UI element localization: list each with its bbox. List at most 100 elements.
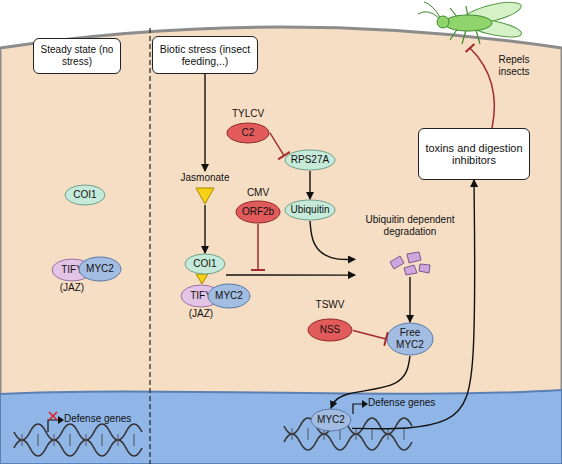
text-area: NSS	[307, 318, 353, 342]
box-label: Steady state (no stress)	[39, 44, 115, 68]
virus-name: TYLCV	[232, 108, 264, 120]
dna-strand	[14, 440, 142, 456]
text-area: (JAZ)	[180, 308, 222, 322]
box-label: toxins and digestion inhibitors	[424, 142, 524, 166]
dna-strand	[284, 434, 412, 450]
insect-body	[444, 15, 492, 31]
text-area: Free MYC2	[386, 322, 434, 356]
text-area: MYC2	[78, 256, 122, 282]
text-area: TSWV	[307, 292, 353, 318]
protein-ellipse: MYC2	[207, 283, 251, 309]
protein-ellipse: COI1	[64, 184, 106, 206]
arrow-connector	[309, 171, 310, 199]
text-area: C2	[226, 122, 270, 144]
protein-ellipse: COI1	[184, 253, 226, 275]
arrow-connector	[204, 205, 205, 253]
arrow-head	[58, 416, 64, 424]
protein-fragment	[407, 252, 421, 263]
gene-label: Defense genes	[64, 413, 144, 425]
protein-label: Ubiquitin	[291, 204, 330, 216]
ellipse-outline	[308, 319, 352, 341]
inhibit-bar	[251, 269, 265, 271]
jasmonate-triangle	[196, 274, 208, 284]
text-area: (JAZ)	[51, 282, 93, 296]
output-box: toxins and digestion inhibitors	[418, 128, 530, 180]
text-area: CMV	[235, 186, 281, 200]
protein-fragment	[390, 256, 404, 269]
process-node: Ubiquitin dependent degradation	[355, 214, 465, 277]
protein-label: ORF2b	[242, 206, 274, 218]
viral-protein: TYLCV C2	[226, 106, 270, 144]
text-area: Jasmonate	[176, 171, 234, 185]
ellipse-outline	[65, 185, 105, 205]
arrow-head	[362, 400, 368, 408]
degradation-icon	[390, 252, 430, 275]
protein-ellipse: Ubiquitin	[284, 199, 336, 221]
protein-ellipse: Free MYC2	[386, 322, 434, 356]
text-area: MYC2	[310, 408, 352, 432]
state-box: Steady state (no stress)	[33, 38, 121, 74]
triangle-outline	[196, 188, 214, 204]
protein-ellipse: MYC2	[78, 256, 122, 282]
protein-label: MYC2	[86, 263, 114, 275]
blocked-mark	[49, 412, 57, 420]
protein-label: C2	[242, 127, 255, 139]
inhibition-connector	[353, 331, 386, 340]
text-area: Ubiquitin dependent degradation	[355, 214, 465, 277]
protein-label: Free MYC2	[386, 327, 434, 351]
ellipse-outline	[208, 284, 250, 308]
arrow-connector	[310, 221, 355, 260]
alias-label: (JAZ)	[60, 282, 84, 294]
dna-strand	[14, 424, 142, 440]
dna-rung	[292, 428, 404, 440]
text-area: COI1	[64, 184, 106, 206]
text-area: MYC2	[207, 283, 251, 309]
hormone-node: Jasmonate	[176, 171, 234, 205]
ellipse-outline	[79, 257, 121, 281]
ellipse-outline	[227, 123, 269, 143]
protein-label: MYC2	[317, 414, 345, 426]
ellipse-outline	[311, 409, 351, 431]
box-label: Biotic stress (insect feeding,..)	[158, 43, 252, 67]
arrow-connector	[409, 277, 410, 322]
protein-label: RPS27A	[291, 154, 329, 166]
inhibit-line	[257, 224, 259, 270]
arrow-connector	[204, 74, 205, 171]
cell-cytoplasm	[0, 27, 562, 464]
protein-label: NSS	[320, 324, 341, 336]
virus-name: CMV	[247, 187, 269, 199]
inhibition-connector	[270, 133, 284, 156]
text-area: ORF2b	[235, 200, 281, 224]
ellipse-outline	[285, 200, 335, 220]
divider-line	[149, 28, 150, 464]
viral-protein: CMV ORF2b	[235, 186, 281, 224]
insect-antenna	[418, 2, 440, 18]
text-area: RPS27A	[284, 149, 336, 171]
process-label: Ubiquitin dependent degradation	[355, 214, 465, 238]
state-box: Biotic stress (insect feeding,..)	[152, 36, 258, 74]
repel-line	[470, 48, 494, 128]
ellipse-outline	[387, 323, 433, 355]
viral-protein: TSWV NSS	[307, 292, 353, 342]
text-area: COI1	[184, 253, 226, 275]
inhibit-bar	[466, 44, 475, 52]
protein-label: COI1	[193, 258, 216, 270]
protein-label: COI1	[73, 189, 96, 201]
protein-ellipse: RPS27A	[284, 149, 336, 171]
protein-fragment	[404, 265, 417, 275]
ellipse-outline	[285, 150, 335, 170]
virus-name: TSWV	[316, 299, 345, 311]
ellipse-outline	[236, 201, 280, 223]
arrow-connector	[226, 274, 355, 276]
hormone-label: Jasmonate	[181, 172, 230, 184]
dna-rung	[22, 434, 134, 446]
insect	[418, 0, 523, 44]
text-area: Ubiquitin	[284, 199, 336, 221]
protein-ellipse: MYC2	[310, 408, 352, 432]
dna-rungs	[22, 428, 404, 446]
text-area: TYLCV	[226, 106, 270, 122]
effect-note: Repels insects	[484, 54, 544, 78]
nucleus	[0, 390, 562, 464]
protein-label: MYC2	[215, 290, 243, 302]
node-outline	[176, 187, 234, 205]
